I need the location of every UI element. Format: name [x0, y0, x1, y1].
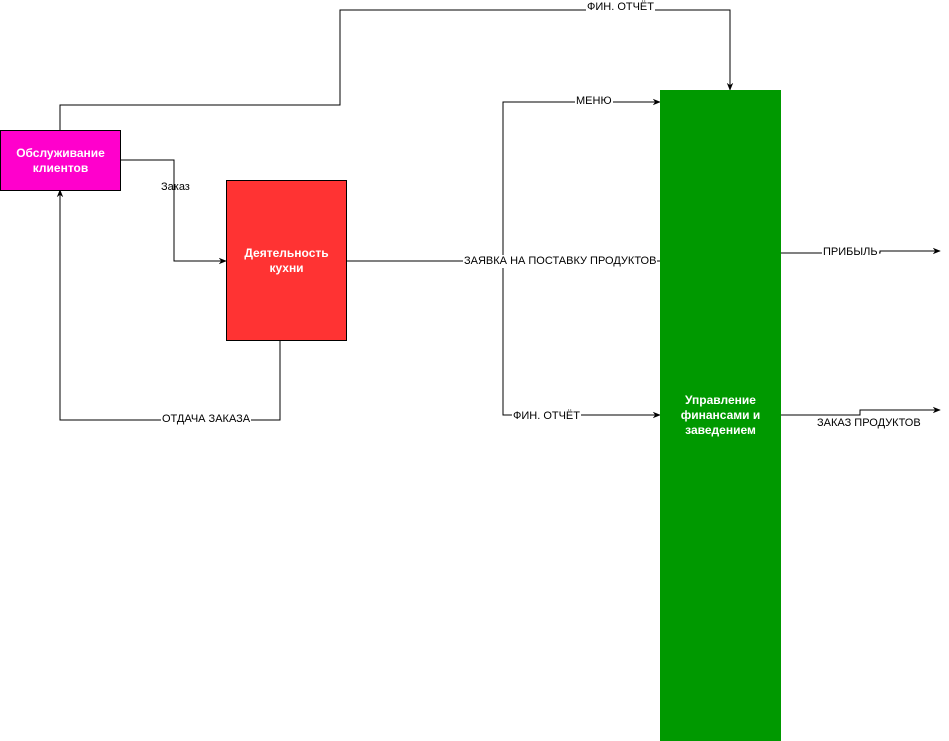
- edge-fin-report-mid: [502, 261, 661, 419]
- label-fin-report-top: ФИН. ОТЧЁТ: [586, 1, 655, 14]
- label-product-order: ЗАКАЗ ПРОДУКТОВ: [817, 417, 921, 429]
- node-kitchen[interactable]: Деятельность кухни: [226, 180, 347, 341]
- edge-order: [120, 159, 227, 265]
- node-management-label: Управление финансами и заведением: [680, 393, 761, 437]
- label-fin-report-mid: ФИН. ОТЧЁТ: [512, 410, 581, 423]
- label-order-delivery: ОТДАЧА ЗАКАЗА: [161, 413, 252, 426]
- node-management[interactable]: Управление финансами и заведением: [660, 90, 781, 741]
- label-profit: ПРИБЫЛЬ: [822, 246, 879, 259]
- label-order: Заказ: [161, 181, 190, 193]
- node-kitchen-label: Деятельность кухни: [244, 245, 329, 275]
- label-supply-request: ЗАЯВКА НА ПОСТАВКУ ПРОДУКТОВ: [463, 255, 658, 268]
- node-client-service[interactable]: Обслуживание клиентов: [0, 130, 121, 191]
- edge-product-order: [780, 406, 941, 416]
- edge-menu: [502, 98, 661, 261]
- label-menu: МЕНЮ: [575, 95, 613, 108]
- node-client-service-label: Обслуживание клиентов: [16, 145, 105, 175]
- edge-fin-report-top: [59, 9, 734, 130]
